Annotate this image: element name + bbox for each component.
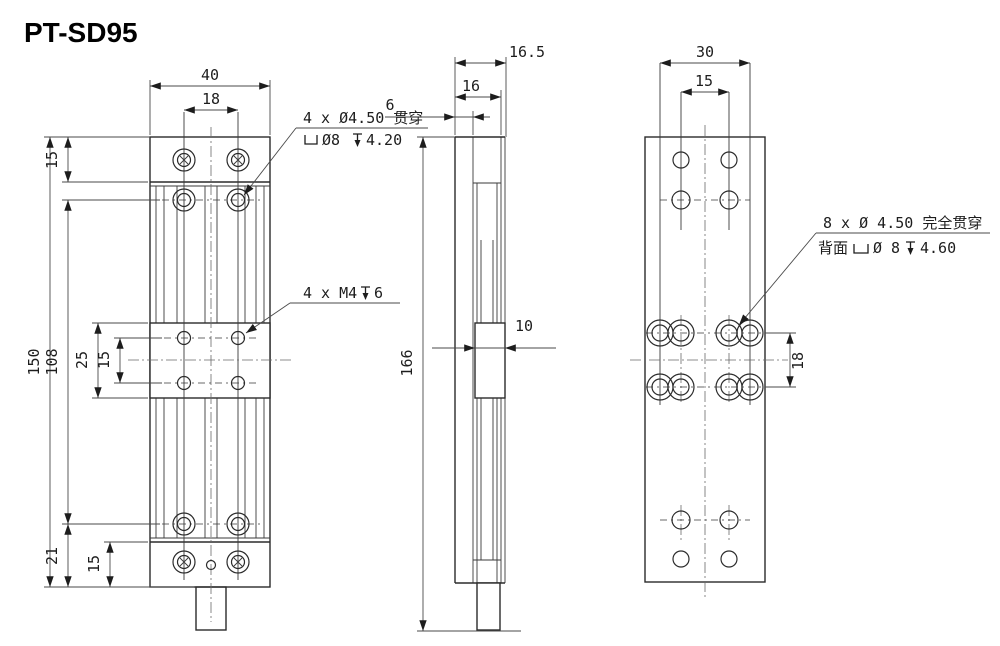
- svg-text:4.60: 4.60: [920, 239, 956, 257]
- back-counterbore-spec: 8 x Ø 4.50 完全贯穿: [823, 214, 982, 232]
- back-dimensions: 30 15 18: [660, 43, 807, 388]
- svg-text:背面: 背面: [818, 239, 848, 257]
- dim-side-base-thickness: 6: [385, 96, 490, 135]
- front-rail-lines: [155, 186, 265, 538]
- svg-text:18: 18: [202, 90, 220, 108]
- tapped-holes-spec: 4 x M4: [303, 284, 357, 302]
- dim-front-bottom-offset: 21: [43, 524, 72, 587]
- front-holes: [162, 148, 260, 574]
- side-dimensions: 16.5 16 6 166 10: [385, 43, 556, 632]
- annotation-tapped-holes: 4 x M4 6: [245, 284, 400, 334]
- svg-text:150: 150: [25, 348, 43, 375]
- svg-text:15: 15: [85, 555, 103, 573]
- dim-front-top-block: 15: [43, 137, 148, 183]
- dim-side-height-total: 166: [398, 136, 521, 632]
- dim-front-carriage-height: 25: [73, 322, 148, 399]
- dim-front-width-total: 40: [149, 66, 271, 135]
- counterbore-icon: [853, 244, 869, 254]
- dim-side-body-depth: 16: [455, 77, 502, 135]
- dim-back-row-span: 18: [765, 332, 807, 388]
- front-counterbore-spec: 4 x Ø4.50 贯穿: [303, 109, 423, 127]
- side-bottom-rail: [476, 582, 501, 631]
- front-dimensions: 40 18 150 15 108 21 25: [25, 66, 271, 588]
- side-carriage-block: [474, 322, 506, 399]
- side-view: [454, 136, 506, 631]
- svg-text:40: 40: [201, 66, 219, 84]
- svg-text:4.20: 4.20: [366, 131, 402, 149]
- front-view: [128, 112, 292, 631]
- svg-text:15: 15: [95, 351, 113, 369]
- dim-front-bottom-block: 15: [85, 541, 148, 587]
- annotation-back-counterbore: 8 x Ø 4.50 完全贯穿 背面 Ø 8 4.60: [738, 214, 990, 326]
- svg-text:16.5: 16.5: [509, 43, 545, 61]
- back-view: [630, 63, 788, 600]
- svg-text:30: 30: [696, 43, 714, 61]
- drawing-title: PT-SD95: [24, 17, 138, 48]
- dim-front-hole-span: 18: [184, 90, 238, 114]
- depth-icon: [361, 286, 370, 300]
- depth-icon: [906, 241, 915, 255]
- dim-front-hole-rows: 108: [43, 199, 160, 525]
- front-carriage-block: [149, 322, 271, 399]
- back-holes: [646, 151, 764, 568]
- svg-text:108: 108: [43, 348, 61, 375]
- svg-text:21: 21: [43, 547, 61, 565]
- svg-text:25: 25: [73, 351, 91, 369]
- dim-front-m4-rows: 15: [95, 337, 162, 384]
- counterbore-icon: [304, 135, 318, 145]
- svg-text:10: 10: [515, 317, 533, 335]
- svg-text:18: 18: [789, 352, 807, 370]
- dim-back-outer-cols: 30: [660, 43, 750, 67]
- svg-text:Ø8: Ø8: [322, 131, 340, 149]
- dim-front-height-total: 150: [25, 136, 194, 588]
- svg-text:15: 15: [43, 151, 61, 169]
- svg-text:Ø 8: Ø 8: [873, 239, 900, 257]
- svg-text:16: 16: [462, 77, 480, 95]
- annotation-front-counterbore: 4 x Ø4.50 贯穿 Ø8 4.20: [243, 109, 428, 196]
- svg-text:15: 15: [695, 72, 713, 90]
- dim-side-carriage-depth: 10: [432, 317, 556, 352]
- dim-side-depth-total: 16.5: [454, 43, 545, 137]
- svg-text:166: 166: [398, 349, 416, 376]
- dim-back-inner-cols: 15: [681, 72, 729, 96]
- svg-text:6: 6: [374, 284, 383, 302]
- svg-text:6: 6: [385, 96, 394, 114]
- depth-icon: [353, 133, 362, 147]
